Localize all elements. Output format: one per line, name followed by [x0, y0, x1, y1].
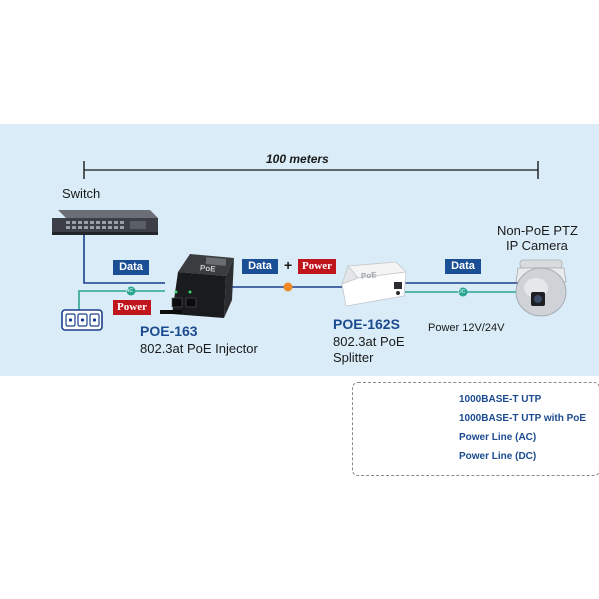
dc-marker-text: DC [458, 289, 466, 295]
ac-power-line [78, 290, 165, 310]
ac-marker-text: AC [126, 288, 133, 294]
splitter-model: POE-162S [333, 316, 400, 332]
diagram-panel [0, 124, 599, 376]
injector-brand-label: PoE [199, 263, 216, 274]
poe-marker [283, 282, 293, 292]
splitter-description-line2: Splitter [333, 350, 374, 365]
legend-label-utp: 1000BASE-T UTP [459, 394, 542, 405]
ac-marker [126, 286, 136, 296]
data-tag-switch: Data [113, 260, 149, 275]
legend-label-dc: Power Line (DC) [459, 451, 537, 462]
injector-description: 802.3at PoE Injector [140, 341, 258, 356]
data-tag-poe: Data [242, 259, 278, 274]
injector-model: POE-163 [140, 323, 198, 339]
camera-label-line1: Non-PoE PTZ [497, 223, 578, 238]
distance-dimension [83, 161, 539, 179]
splitter-brand-label: PoE [360, 270, 377, 281]
poe-injector-device [160, 254, 234, 318]
data-tag-camera: Data [445, 259, 481, 274]
power-tag-poe: Power [298, 259, 336, 274]
dc-marker [458, 287, 468, 297]
power-tag-injector: Power [113, 300, 151, 315]
switch-label: Switch [62, 186, 101, 201]
legend-label-utp-poe: 1000BASE-T UTP with PoE [459, 413, 587, 424]
distance-label: 100 meters [266, 152, 329, 166]
legend-label-ac: Power Line (AC) [459, 432, 537, 443]
power-outlet-icon [61, 309, 103, 331]
plus-sign: + [284, 257, 293, 273]
utp-line-switch-injector [83, 224, 165, 284]
splitter-description-line1: 802.3at PoE [333, 334, 405, 349]
camera-label-line2: IP Camera [506, 238, 568, 253]
power-output-label: Power 12V/24V [428, 322, 505, 334]
poe-splitter-device [341, 261, 407, 307]
ip-camera-device [515, 259, 567, 317]
legend [352, 382, 599, 476]
switch-device [52, 210, 158, 235]
